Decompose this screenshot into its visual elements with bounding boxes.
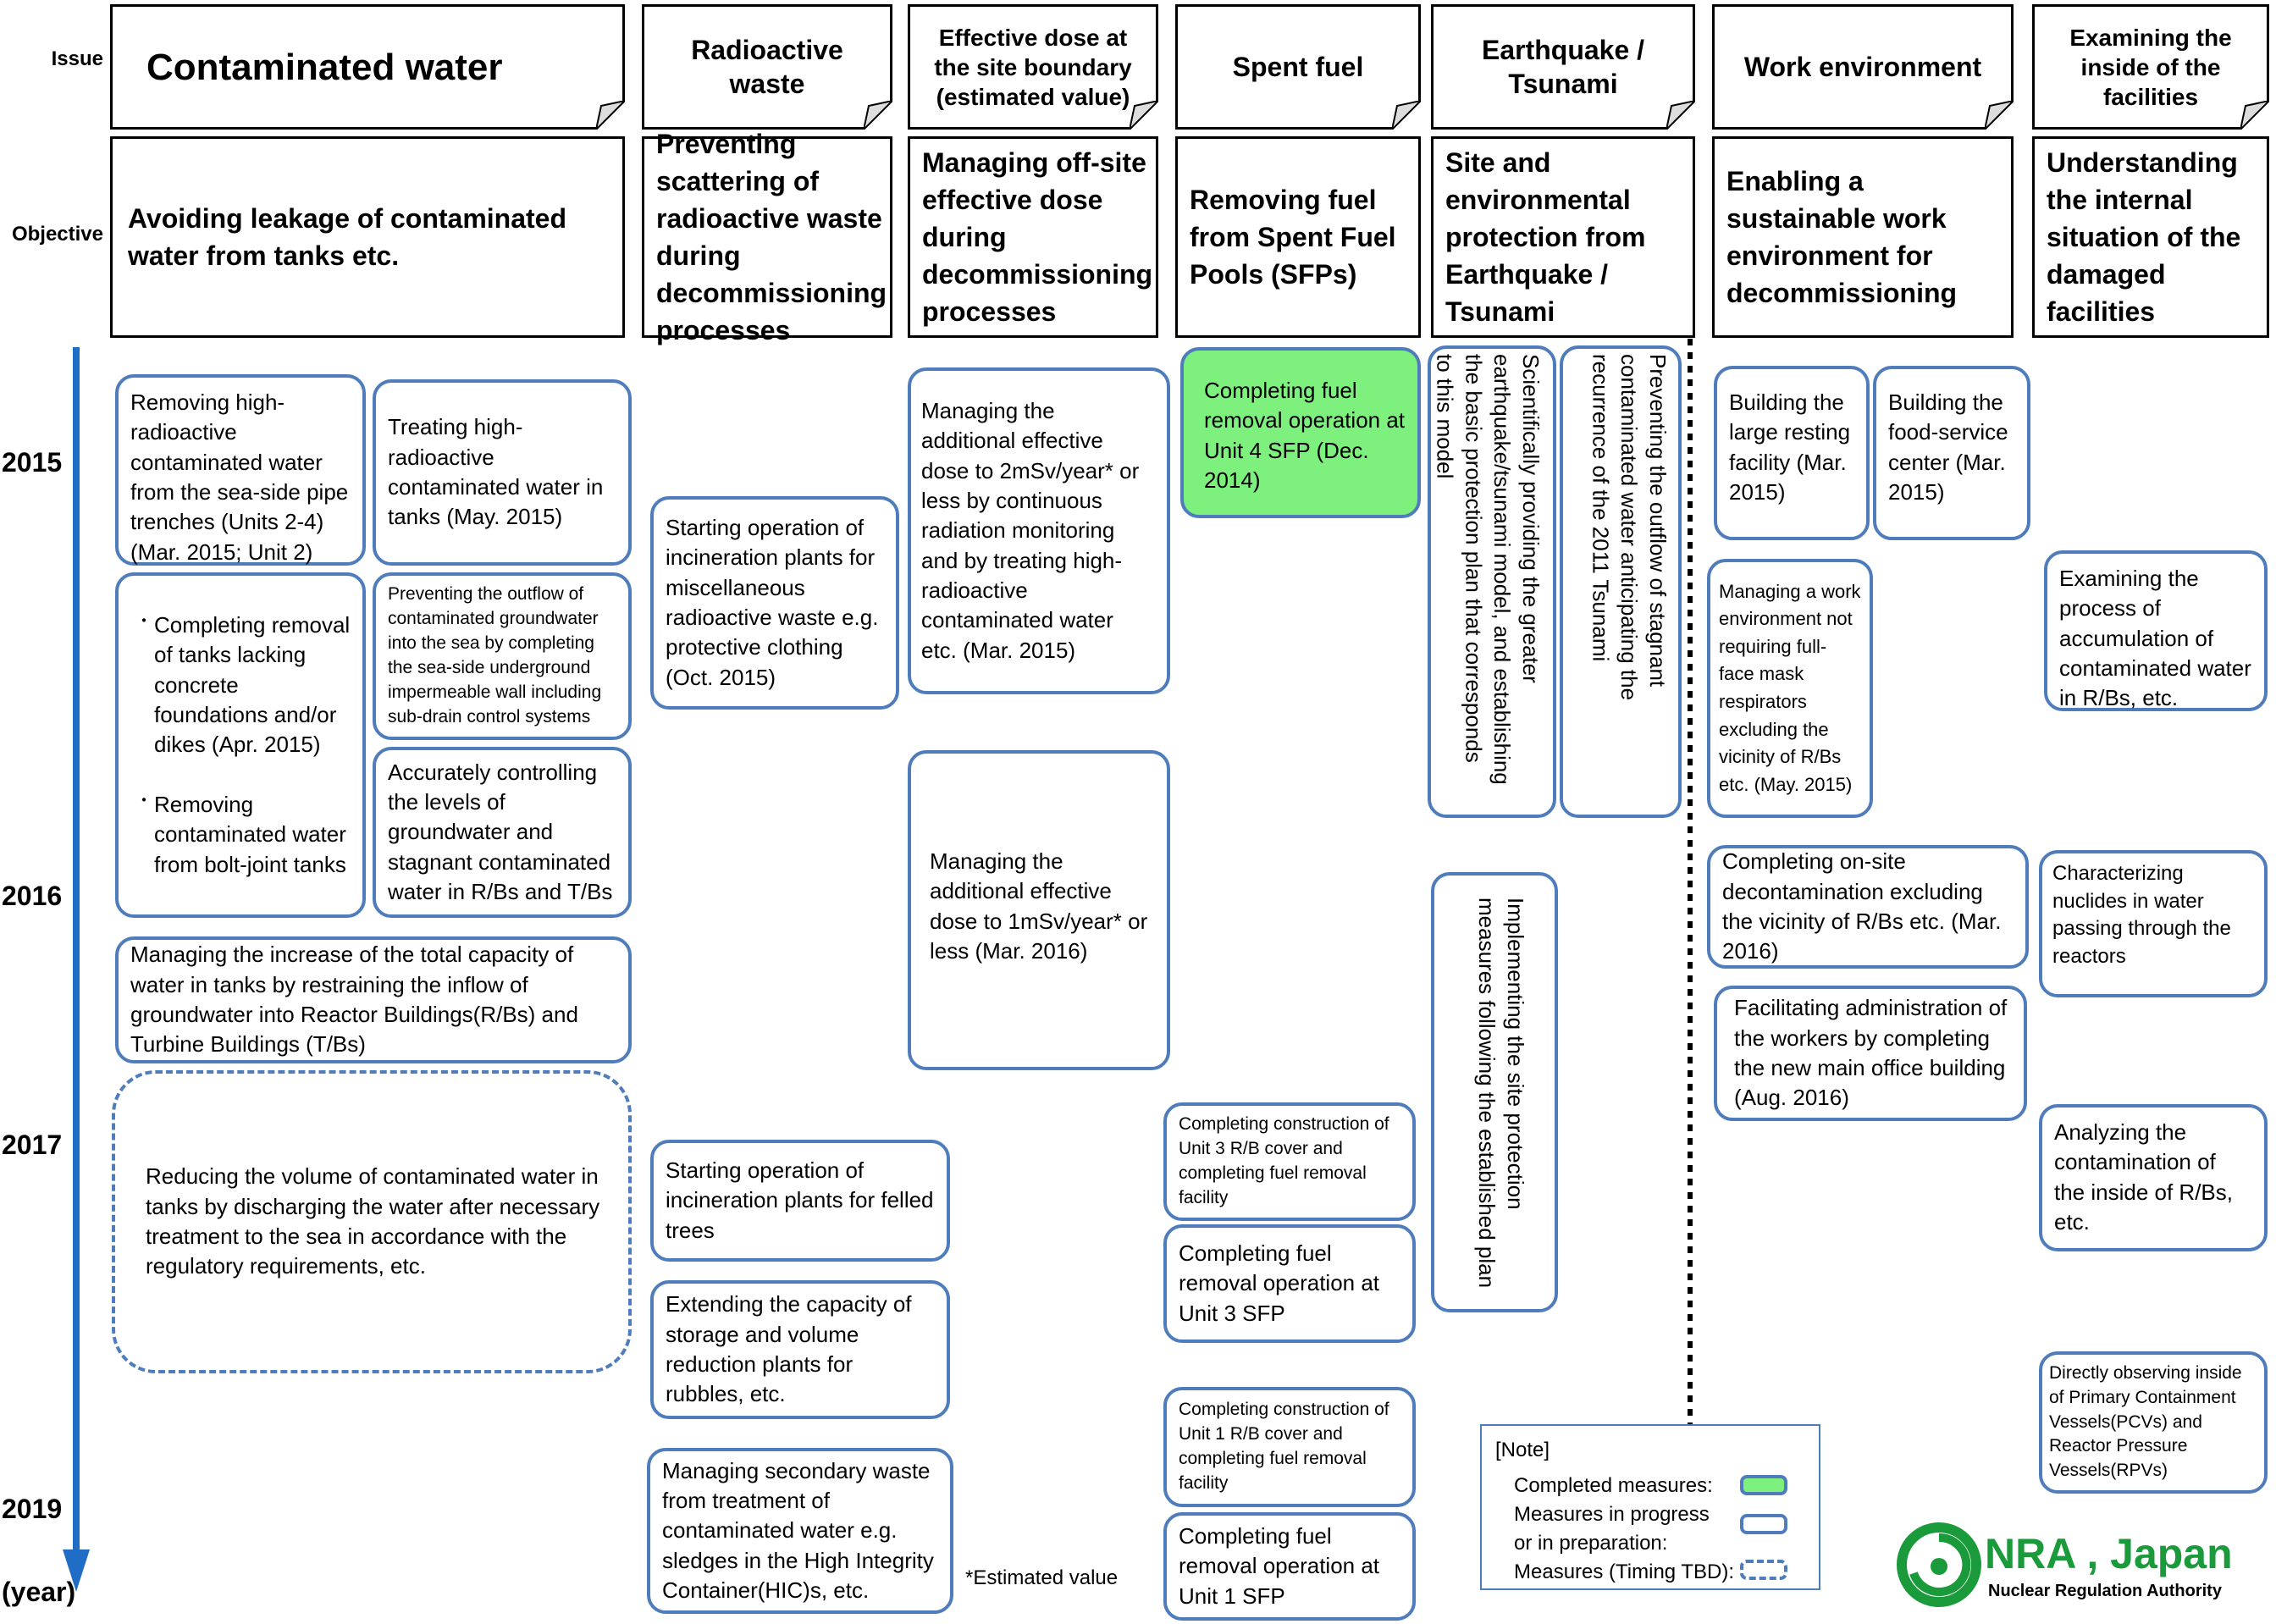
legend-swatch-tbd [1740,1560,1787,1580]
objective-effective-dose: Managing off-site effective dose during … [908,136,1158,338]
vertical-text-line: Scientifically providing the greater [1518,354,1544,683]
objective-row-label: Objective [11,223,103,246]
year-2017: 2017 [2,1130,63,1160]
legend-box: [Note] Completed measures: Measures in p… [1480,1424,1820,1590]
measure-fuel-unit1-removal: Completing fuel removal operation at Uni… [1163,1512,1416,1621]
vertical-text-line: Preventing the outflow of stagnant [1645,354,1671,688]
vertical-text-line: earthquake/tsunami model, and establishi… [1489,354,1516,785]
issue-effective-dose: Effective dose at the site boundary (est… [908,4,1158,130]
measure-water-outflow: Preventing the outflow of contaminated g… [373,572,632,740]
measure-quake-outflow: Preventing the outflow of stagnant conta… [1560,345,1682,818]
year-2019: 2019 [2,1494,63,1524]
measure-work-food: Building the food-service center (Mar. 2… [1873,366,2030,540]
vertical-text-line: to this model [1432,354,1458,479]
measure-work-mask: Managing a work environment not requirin… [1707,559,1873,818]
issue-row-label: Issue [51,47,103,70]
objective-spent-fuel: Removing fuel from Spent Fuel Pools (SFP… [1175,136,1421,338]
measure-fuel-unit4: Completing fuel removal operation at Uni… [1180,347,1421,518]
dose-footnote: *Estimated value [965,1566,1119,1589]
vertical-text-line: contaminated water anticipating the [1616,354,1643,701]
legend-swatch-completed [1740,1475,1787,1495]
measure-water-trenches: Removing high-radioactive contaminated w… [115,374,366,566]
year-unit-label: (year) [2,1577,76,1607]
year-2016: 2016 [2,881,63,911]
legend-swatch-in-progress [1740,1514,1787,1534]
objective-contaminated-water: Avoiding leakage of contaminated water f… [110,136,625,338]
issue-work-environment: Work environment [1712,4,2014,130]
measure-waste-storage: Extending the capacity of storage and vo… [650,1280,950,1419]
legend-completed-label: Completed measures: [1514,1474,1713,1497]
bullet-item: Removing contaminated water from bolt-jo… [135,790,351,880]
objective-work-environment: Enabling a sustainable work environment … [1712,136,2014,338]
legend-tbd-label: Measures (Timing TBD): [1514,1560,1735,1583]
legend-in-progress-label: Measures in progress or in preparation: [1514,1503,1710,1555]
issue-earthquake-tsunami: Earthquake / Tsunami [1431,4,1695,130]
measure-dose-1msv: Managing the additional effective dose t… [908,750,1170,1070]
measure-work-decon: Completing on-site decontamination exclu… [1707,845,2029,969]
measure-fuel-unit3-removal: Completing fuel removal operation at Uni… [1163,1224,1416,1343]
measure-quake-implement: Implementing the site protection measure… [1431,872,1558,1312]
measure-water-tanks-treat: Treating high-radioactive contaminated w… [373,379,632,566]
measure-work-office: Facilitating administration of the worke… [1714,986,2027,1121]
measure-water-capacity: Managing the increase of the total capac… [115,936,632,1063]
issue-inside-facilities: Examining the inside of the facilities [2032,4,2269,130]
objective-radioactive-waste: Preventing scattering of radioactive was… [642,129,892,345]
measure-water-discharge: Reducing the volume of contaminated wate… [112,1070,632,1373]
measure-inside-nuclides: Characterizing nuclides in water passing… [2039,850,2268,997]
issue-contaminated-water: Contaminated water [110,4,625,130]
objective-inside-facilities: Understanding the internal situation of … [2032,136,2269,338]
year-2015: 2015 [2,447,63,478]
nra-logo-name: NRA , Japan [1985,1530,2233,1577]
bullet-item: Completing removal of tanks lacking conc… [135,610,351,760]
measure-waste-incineration-trees: Starting operation of incineration plant… [650,1140,950,1262]
measure-fuel-unit3-cover: Completing construction of Unit 3 R/B co… [1163,1102,1416,1221]
objective-earthquake-tsunami: Site and environmental protection from E… [1431,136,1695,338]
nra-logo-subtitle: Nuclear Regulation Authority [1988,1582,2222,1600]
issue-spent-fuel: Spent fuel [1175,4,1421,130]
measure-quake-model: Scientifically providing the greater ear… [1428,345,1556,818]
vertical-text-line: the basic protection plan that correspon… [1461,354,1487,763]
vertical-text-line: measures following the established plan [1474,898,1500,1289]
nra-emblem-icon [1897,1522,1981,1607]
legend-title: [Note] [1495,1439,1550,1461]
measure-water-tank-removal: Completing removal of tanks lacking conc… [115,572,366,918]
measure-inside-pcv: Directly observing inside of Primary Con… [2039,1351,2268,1494]
measure-inside-analyzing: Analyzing the contamination of the insid… [2039,1104,2268,1251]
measure-inside-accumulation: Examining the process of accumulation of… [2044,550,2268,711]
timeline-arrow [63,347,90,1592]
measure-work-resting: Building the large resting facility (Mar… [1714,366,1870,540]
measure-dose-2msv: Managing the additional effective dose t… [908,367,1170,694]
measure-waste-secondary: Managing secondary waste from treatment … [647,1448,953,1614]
vertical-text-line: recurrence of the 2011 Tsunami [1588,354,1614,662]
nra-logo: NRA , Japan Nuclear Regulation Authority [1897,1522,2269,1616]
measure-fuel-unit1-cover: Completing construction of Unit 1 R/B co… [1163,1387,1416,1507]
measure-waste-incineration-misc: Starting operation of incineration plant… [650,496,899,710]
vertical-text-line: Implementing the site protection [1503,898,1528,1210]
issue-radioactive-waste: Radioactive waste [642,4,892,130]
dotted-divider-line [1688,339,1693,1431]
measure-water-levels: Accurately controlling the levels of gro… [373,747,632,918]
